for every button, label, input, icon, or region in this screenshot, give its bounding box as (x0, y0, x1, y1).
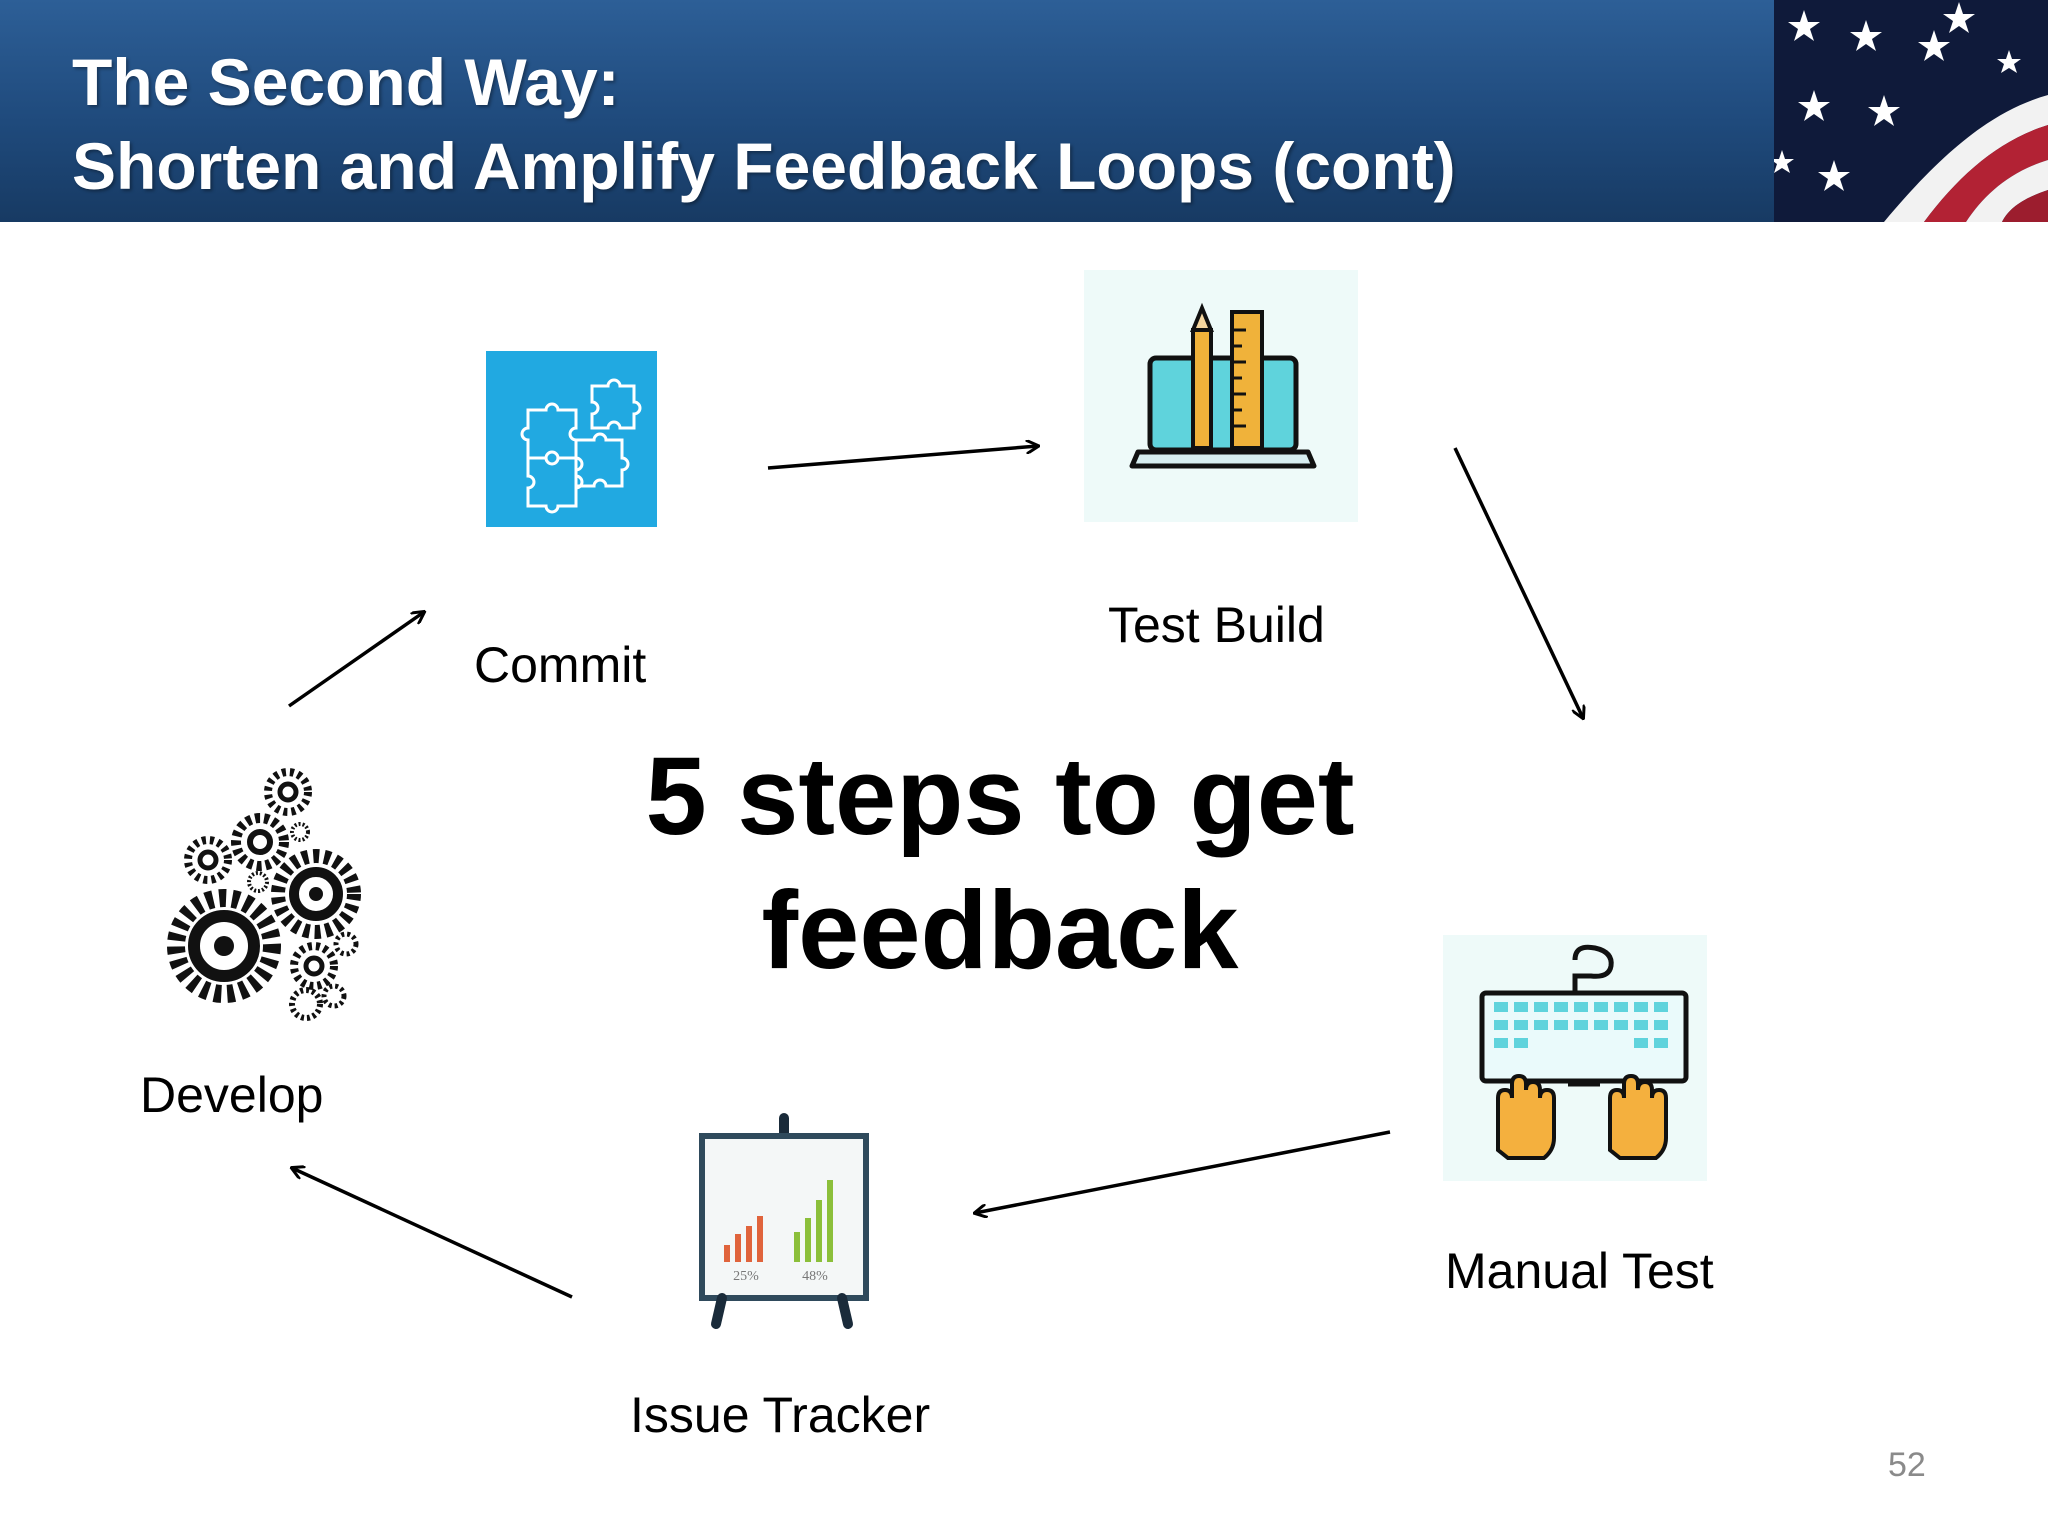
center-heading-line-1: 5 steps to get (560, 730, 1440, 864)
puzzle-icon (486, 351, 657, 527)
step-label-develop: Develop (140, 1066, 323, 1124)
center-heading-line-2: feedback (560, 864, 1440, 998)
gears-icon (176, 772, 356, 1018)
arrow-develop-to-commit (289, 612, 424, 706)
easel-label-2: 48% (802, 1269, 828, 1284)
step-label-issue-tracker: Issue Tracker (630, 1386, 930, 1444)
chart-easel-icon: 25% 48% (702, 1118, 866, 1324)
step-label-commit: Commit (474, 636, 646, 694)
arrow-commit-to-testbuild (768, 446, 1038, 468)
keyboard-hands-icon (1443, 935, 1707, 1181)
easel-label-1: 25% (733, 1269, 759, 1284)
arrow-manualtest-to-issuetracker (975, 1132, 1390, 1213)
arrow-issuetracker-to-develop (292, 1168, 572, 1297)
page-number: 52 (1888, 1446, 1926, 1485)
step-label-manual-test: Manual Test (1445, 1242, 1714, 1300)
laptop-ruler-icon (1084, 270, 1358, 522)
step-label-test-build: Test Build (1108, 596, 1325, 654)
arrow-testbuild-to-manualtest (1455, 448, 1583, 718)
center-heading: 5 steps to get feedback (560, 730, 1440, 998)
